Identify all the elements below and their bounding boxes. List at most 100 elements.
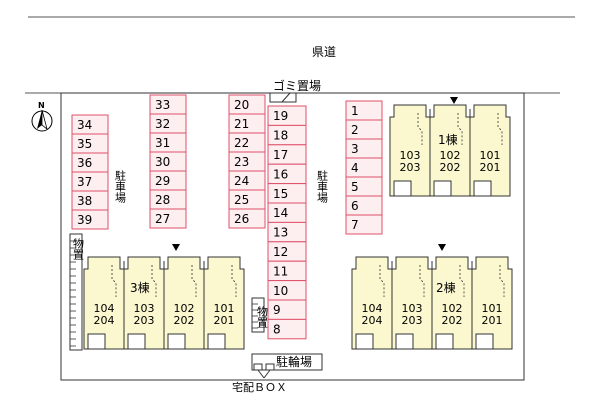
unit-entry-box: [207, 333, 226, 350]
parking-space-number: 6: [351, 199, 359, 213]
parking-space-number: 16: [273, 167, 288, 181]
unit-number-upper: 202: [174, 314, 195, 327]
unit-dashed-line: [499, 265, 505, 297]
bike-parking-label: 駐輪場: [276, 354, 312, 369]
parking-group-b: 33 32 31 30 29 28 27: [149, 94, 187, 229]
parking-space: [345, 214, 383, 235]
unit-number-upper: 203: [134, 314, 155, 327]
parking-space-number: 24: [234, 174, 249, 188]
parking-space-number: 14: [273, 206, 288, 220]
unit-entry-box: [127, 333, 146, 350]
unit-dashed-line: [459, 265, 465, 297]
parking-space-number: 27: [155, 212, 170, 226]
parking-space-number: 10: [273, 284, 288, 298]
unit-number-ground: 103: [400, 149, 421, 162]
unit-number-upper: 203: [402, 314, 423, 327]
parking-space-number: 15: [273, 187, 288, 201]
storage-label-middle: 物置: [256, 305, 269, 328]
parking-space-number: 19: [273, 109, 288, 123]
parking-space-number: 38: [77, 194, 92, 208]
parking-space-number: 31: [155, 136, 170, 150]
compass-label: N: [38, 101, 45, 110]
unit-number-ground: 104: [94, 302, 115, 315]
parking-group-c: 20 21 22 23 24 25 26: [228, 94, 266, 229]
unit-number-upper: 203: [400, 161, 421, 174]
parking-space-number: 33: [155, 98, 170, 112]
garbage-label: ゴミ置場: [273, 78, 321, 93]
parking-space-number: 5: [351, 180, 359, 194]
unit-number-ground: 102: [442, 302, 463, 315]
unit-number-ground: 103: [402, 302, 423, 315]
parking-space-number: 23: [234, 155, 249, 169]
parking-space-number: 3: [351, 142, 359, 156]
parking-space-number: 7: [351, 218, 359, 232]
parking-space-number: 29: [155, 174, 170, 188]
unit-entry-box: [473, 180, 492, 197]
garbage-area: ゴミ置場: [269, 78, 321, 103]
road-label: 県道: [312, 45, 336, 59]
parking-space-number: 28: [155, 193, 170, 207]
unit-number-upper: 201: [214, 314, 235, 327]
parking-space-number: 25: [234, 193, 249, 207]
unit-number-upper: 204: [94, 314, 115, 327]
parking-space-number: 18: [273, 129, 288, 143]
unit-entry-box: [435, 333, 454, 350]
parking-space-number: 22: [234, 136, 249, 150]
parking-space-number: 26: [234, 212, 249, 226]
parking-space-number: 8: [273, 323, 281, 337]
unit-dashed-line: [457, 113, 463, 145]
parking-space-number: 32: [155, 117, 170, 131]
parking-space: [267, 318, 307, 340]
unit-number-upper: 201: [482, 314, 503, 327]
unit-number-ground: 102: [174, 302, 195, 315]
unit-entry-box: [433, 180, 452, 197]
unit-number-ground: 104: [362, 302, 383, 315]
unit-number-upper: 201: [480, 161, 501, 174]
building-name: 2棟: [436, 280, 456, 295]
unit-dashed-line: [417, 113, 423, 145]
delivery-box-label: 宅配ＢＯＸ: [232, 380, 287, 394]
unit-dashed-line: [151, 265, 157, 297]
parking-space-number: 36: [77, 156, 92, 170]
unit-number-ground: 101: [214, 302, 235, 315]
storage-middle: 物置: [251, 297, 269, 333]
unit-dashed-line: [191, 265, 197, 297]
entrance-marker-3: [172, 244, 180, 251]
unit-number-ground: 101: [480, 149, 501, 162]
parking-space: [228, 208, 266, 229]
parking-space-number: 20: [234, 98, 249, 112]
parking-space-number: 37: [77, 175, 92, 189]
unit-number-ground: 101: [482, 302, 503, 315]
parking-space-number: 39: [77, 213, 92, 227]
delivery-box: 宅配ＢＯＸ: [232, 363, 287, 394]
unit-entry-box: [87, 333, 106, 350]
unit-dashed-line: [379, 265, 385, 297]
unit-number-ground: 103: [134, 302, 155, 315]
parking-space-number: 12: [273, 245, 288, 259]
building-name: 1棟: [438, 132, 458, 147]
storage-left: 物置: [69, 233, 85, 351]
parking-space-number: 9: [273, 303, 281, 317]
unit-number-upper: 204: [362, 314, 383, 327]
parking-space-number: 34: [77, 118, 92, 132]
parking-space-number: 17: [273, 148, 288, 162]
compass-north-icon: N: [31, 101, 53, 132]
parking-space-number: 1: [351, 104, 359, 118]
unit-number-upper: 202: [440, 161, 461, 174]
unit-entry-box: [355, 333, 374, 350]
parking-space-number: 30: [155, 155, 170, 169]
unit-dashed-line: [497, 113, 503, 145]
parking-label-right: 駐車場: [316, 169, 329, 204]
parking-label-left: 駐車場: [114, 169, 127, 204]
unit-dashed-line: [111, 265, 117, 297]
parking-space-number: 21: [234, 117, 249, 131]
building-outline: [389, 104, 511, 197]
parking-space-number: 2: [351, 123, 359, 137]
parking-space-number: 11: [273, 264, 288, 278]
unit-dashed-line: [419, 265, 425, 297]
